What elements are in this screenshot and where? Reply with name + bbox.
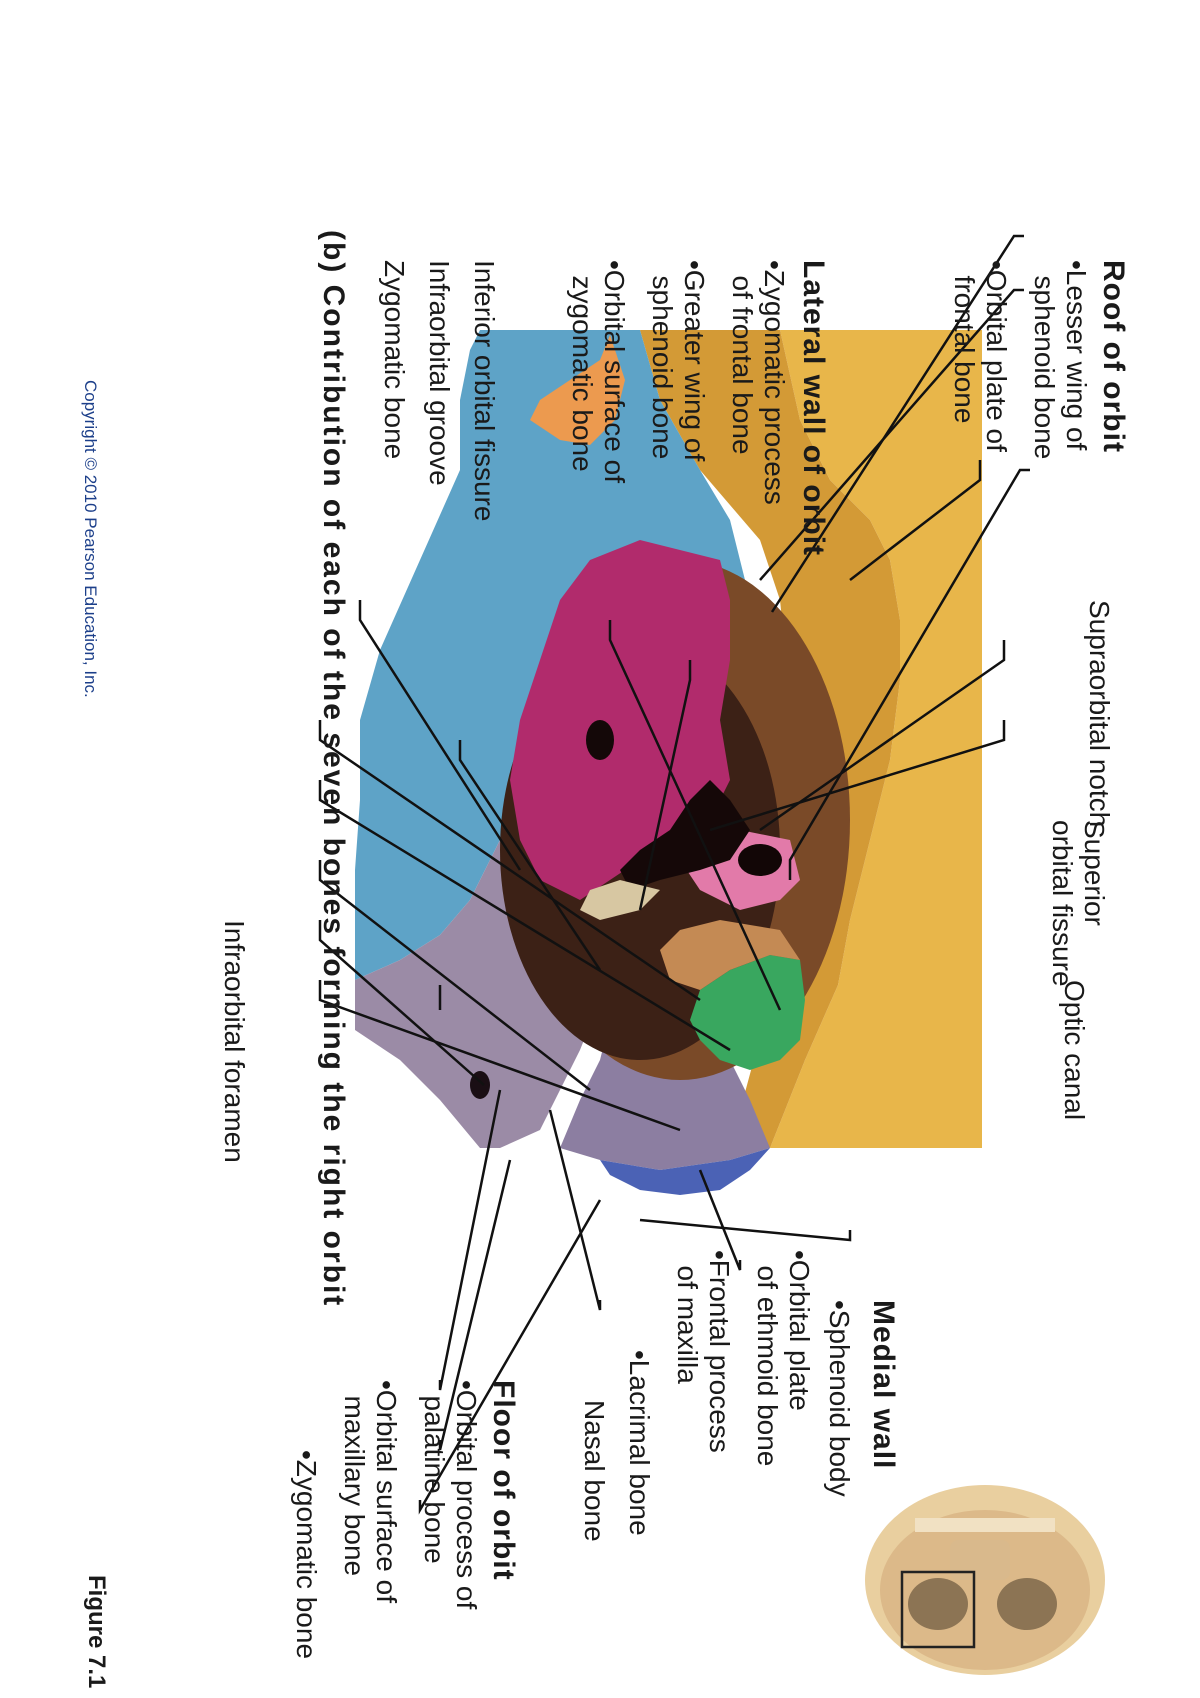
roof-item-lesser-wing: •Lesser wing of sphenoid bone <box>1029 260 1092 460</box>
medial-item-sphenoid-body: •Sphenoid body <box>824 1300 855 1497</box>
optic-canal-opening <box>738 844 782 876</box>
leader-lines <box>318 234 1030 1515</box>
label-zygomatic-bone: Zygomatic bone <box>379 260 410 460</box>
medial-item-ethmoid-plate: •Orbital plate of ethmoid bone <box>752 1250 815 1467</box>
figure-caption: (b) Contribution of each of the seven bo… <box>317 230 350 1308</box>
lateral-item-zygomatic-surface: •Orbital surface of zygomatic bone <box>567 260 630 484</box>
floor-item-maxillary: •Orbital surface of maxillary bone <box>339 1380 402 1604</box>
inferior-fissure-opening <box>586 720 614 760</box>
figure-number: Figure 7.1 <box>83 1575 110 1689</box>
skull-highlight-box <box>900 1570 976 1649</box>
roof-heading: Roof of orbit <box>1097 260 1130 453</box>
roof-item-orbital-plate: •Orbital plate of frontal bone <box>949 260 1012 452</box>
medial-item-nasal: Nasal bone <box>579 1400 610 1542</box>
label-supraorbital-notch: Supraorbital notch <box>1084 600 1115 828</box>
medial-heading: Medial wall <box>867 1300 900 1470</box>
label-optic-canal: Optic canal <box>1059 980 1090 1121</box>
lateral-item-greater-wing: •Greater wing of sphenoid bone <box>647 260 710 462</box>
label-infraorbital-groove: Infraorbital groove <box>424 260 455 486</box>
medial-item-lacrimal: •Lacrimal bone <box>624 1350 655 1536</box>
floor-item-palatine: •Orbital process of palatine bone <box>419 1380 482 1610</box>
floor-heading: Floor of orbit <box>487 1380 520 1581</box>
label-infraorbital-foramen: Infraorbital foramen <box>219 920 250 1163</box>
label-inferior-orbital-fissure: Inferior orbital fissure <box>469 260 500 522</box>
lateral-item-zygomatic-process: •Zygomatic process of frontal bone <box>727 260 790 505</box>
copyright: Copyright © 2010 Pearson Education, Inc. <box>81 380 100 698</box>
medial-item-frontal-process: •Frontal process of maxilla <box>672 1250 735 1453</box>
label-superior-orbital-fissure: Superior orbital fissure <box>1047 820 1110 987</box>
lateral-heading: Lateral wall of orbit <box>797 260 830 557</box>
floor-item-zygomatic: •Zygomatic bone <box>291 1450 322 1660</box>
orbit-drawing <box>355 330 982 1195</box>
skull-thumbnail <box>865 1485 1105 1675</box>
